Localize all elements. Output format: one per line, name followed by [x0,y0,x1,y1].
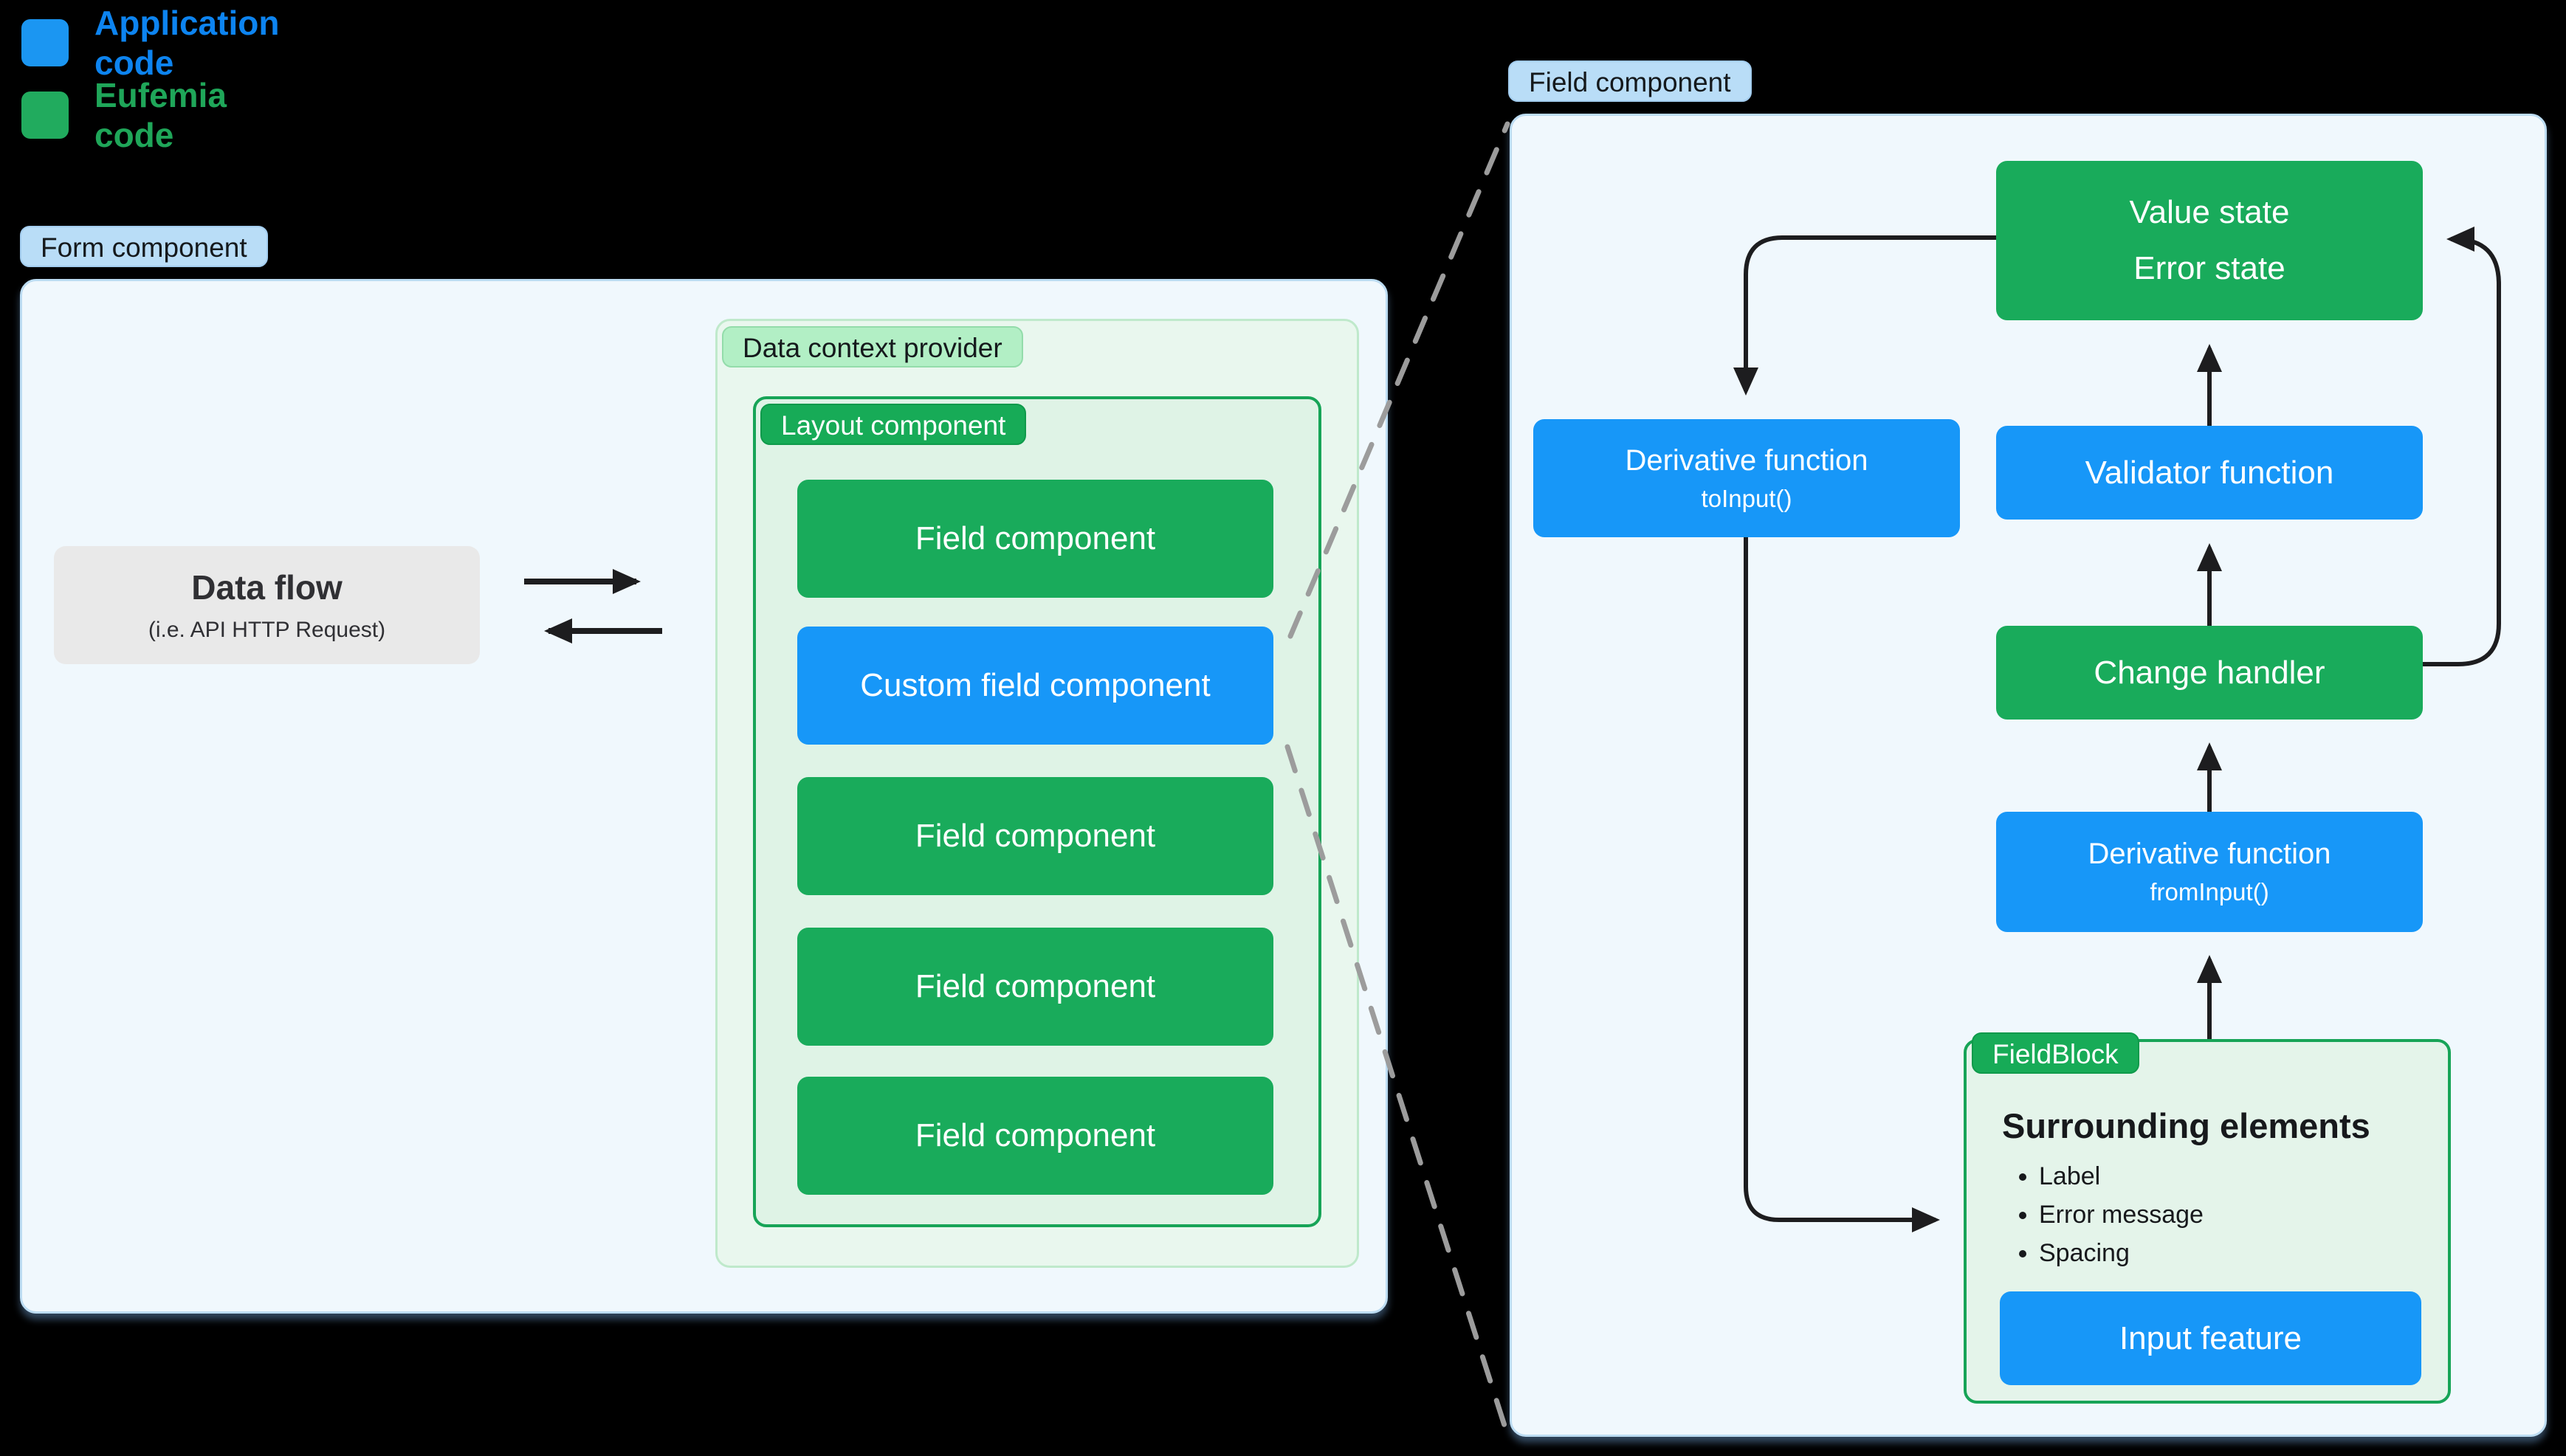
value-state-label: Value state [2129,194,2290,230]
change-handler-label: Change handler [2094,654,2325,691]
layout-component-badge: Layout component [760,404,1027,445]
validator-function-box: Validator function [1996,426,2423,520]
derivative-function-title: Derivative function [1625,444,1868,477]
field-component-box-3: Field component [797,928,1273,1046]
surrounding-elements-heading: Surrounding elements [2002,1106,2370,1145]
arrow-changehandler-to-valuestate [2423,227,2501,666]
form-component-badge: Form component [20,226,268,267]
input-feature-box: Input feature [2000,1291,2421,1385]
data-flow-subtitle: (i.e. API HTTP Request) [148,618,386,642]
eufemia-code-swatch [21,92,69,139]
field-component-label: Field component [915,1117,1156,1153]
list-item-error-message: Error message [2039,1195,2407,1234]
value-state-box: Value state Error state [1996,161,2423,320]
zoom-dashed-line-bottom [1284,744,1510,1438]
input-feature-label: Input feature [2119,1319,2302,1356]
fieldblock-badge: FieldBlock [1972,1032,2139,1074]
frominput-subtitle: fromInput() [2150,878,2269,905]
field-component-label: Field component [915,520,1156,556]
derivative-function-frominput-box: Derivative function fromInput() [1996,812,2423,932]
field-component-label: Field component [915,968,1156,1004]
change-handler-box: Change handler [1996,626,2423,720]
list-item-spacing: Spacing [2039,1234,2407,1272]
error-state-label: Error state [2133,250,2285,286]
custom-field-component-box: Custom field component [797,627,1273,745]
arrow-toinput-to-fieldblock [1744,537,1940,1232]
surrounding-elements-list: Label Error message Spacing [1993,1157,2407,1272]
arrow-valuestate-to-toinput [1733,235,1996,396]
data-flow-title: Data flow [191,568,343,607]
field-component-box-2: Field component [797,777,1273,895]
data-flow-box: Data flow (i.e. API HTTP Request) [54,546,480,664]
validator-function-label: Validator function [2085,454,2334,491]
data-context-provider-badge: Data context provider [722,326,1023,368]
zoom-dashed-line-top [1287,121,1510,639]
field-component-box-1: Field component [797,480,1273,598]
derivative-function-title: Derivative function [2088,838,2331,870]
custom-field-component-label: Custom field component [860,667,1211,703]
field-component-box-4: Field component [797,1077,1273,1195]
application-code-swatch [21,19,69,66]
toinput-subtitle: toInput() [1701,484,1792,512]
field-component-label: Field component [915,818,1156,854]
field-component-badge: Field component [1508,61,1752,102]
list-item-label: Label [2039,1157,2407,1195]
derivative-function-toinput-box: Derivative function toInput() [1533,419,1960,537]
